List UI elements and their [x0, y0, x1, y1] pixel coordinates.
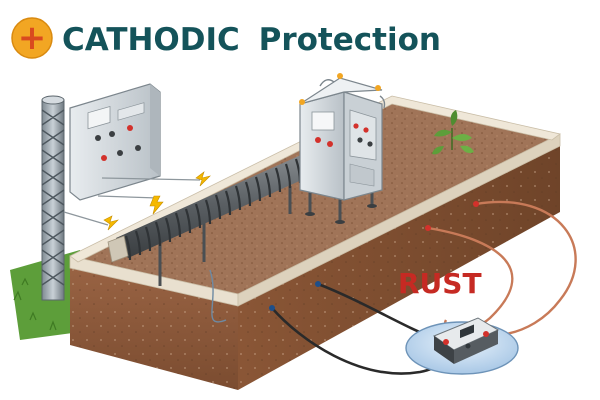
- grass-blades: [13, 277, 57, 331]
- wire-terminal-blue-1: [315, 281, 321, 287]
- rust-label: RUST: [398, 267, 482, 300]
- concrete-rim-back: [69, 95, 561, 263]
- pipe-test-lead: [209, 269, 227, 323]
- rectifier-lead-2: [97, 195, 159, 199]
- rectifier-panel: [69, 83, 161, 201]
- title-word-protection: Protection: [259, 22, 441, 58]
- lightning-icon: [103, 171, 211, 231]
- ground-rod-pole: [41, 95, 65, 301]
- rectifier-lead-1: [101, 177, 201, 181]
- title-word-cathodic: CATHODIC: [62, 22, 240, 58]
- pole-lead: [63, 211, 109, 226]
- wire-terminal-blue-2: [269, 305, 275, 311]
- plant: [432, 110, 474, 155]
- test-meter-device: [405, 317, 519, 375]
- wire-terminal-red-2: [425, 225, 431, 231]
- wire-terminal-red-1: [473, 201, 479, 207]
- logo-plus-symbol: +: [18, 18, 47, 58]
- plus-circle-icon: [11, 17, 53, 59]
- title-logo: +: [11, 17, 53, 59]
- page-title: CATHODIC Protection: [62, 22, 441, 58]
- control-cabinet: [299, 73, 386, 224]
- concrete-rim-right: [237, 133, 561, 307]
